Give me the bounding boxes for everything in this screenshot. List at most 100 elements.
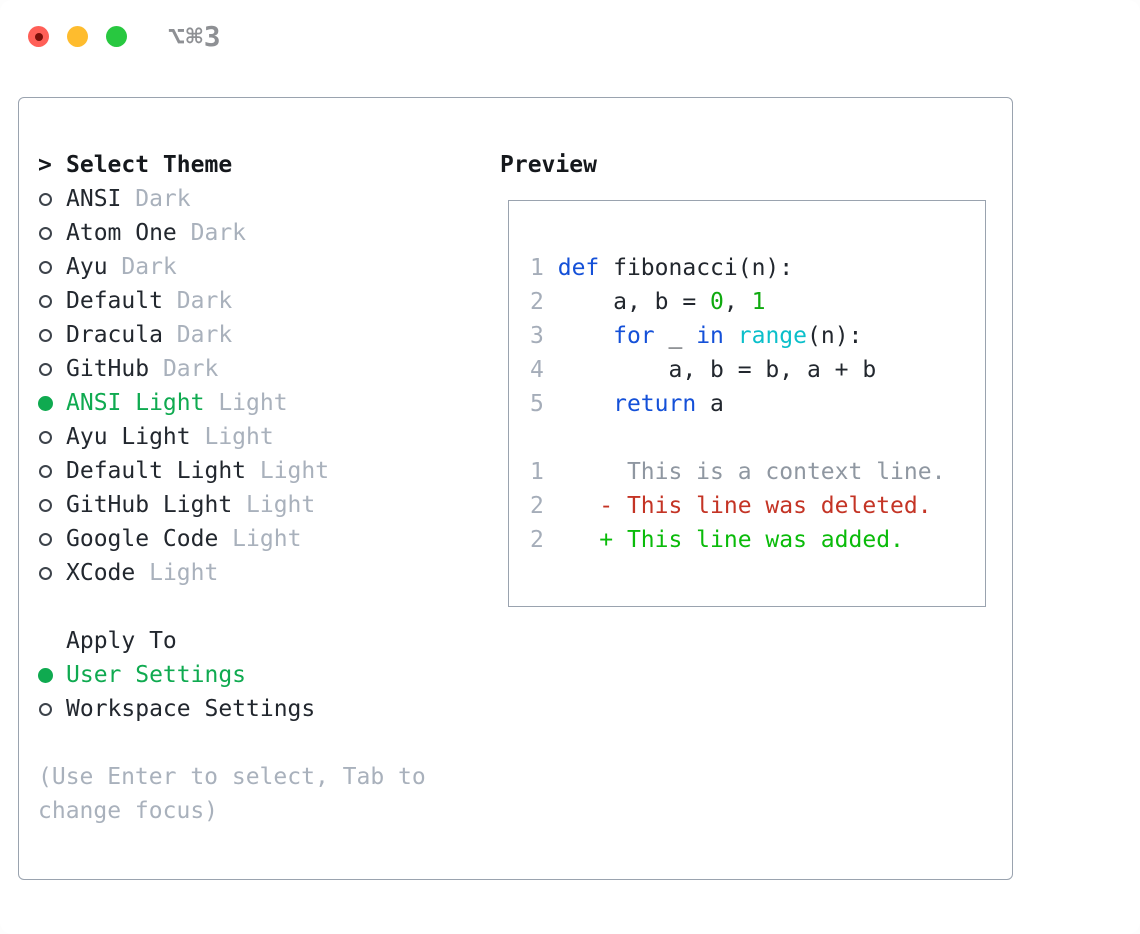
line-number: 2 <box>530 527 544 553</box>
theme-variant-label: Light <box>204 390 288 416</box>
apply-option-user-settings[interactable]: User Settings <box>38 658 500 692</box>
theme-option-atom-one[interactable]: Atom One Dark <box>38 216 500 250</box>
theme-option-dracula[interactable]: Dracula Dark <box>38 318 500 352</box>
code-token-lit: 1 <box>751 289 766 315</box>
hint-line-2: change focus) <box>38 798 219 824</box>
line-number: 2 <box>530 289 544 315</box>
code-token-kw: return <box>613 391 697 417</box>
theme-name: Atom One <box>66 220 177 246</box>
minimize-button[interactable] <box>67 26 88 47</box>
radio-icon <box>38 328 66 342</box>
radio-icon <box>38 532 66 546</box>
theme-option-ansi-light[interactable]: ANSI Light Light <box>38 386 500 420</box>
code-token-plain <box>544 323 613 349</box>
radio-icon <box>38 192 66 206</box>
preview-title: Preview <box>500 152 597 178</box>
radio-icon <box>38 430 66 444</box>
theme-option-ansi[interactable]: ANSI Dark <box>38 182 500 216</box>
circle-dot-icon <box>39 430 52 444</box>
circle-dot-icon <box>39 702 52 716</box>
line-number: 4 <box>530 357 544 383</box>
code-token-kw: def <box>557 255 600 281</box>
diff-text: + This line was added. <box>543 527 904 553</box>
theme-option-ayu-light[interactable]: Ayu Light Light <box>38 420 500 454</box>
radio-icon <box>38 498 66 512</box>
theme-option-default-light[interactable]: Default Light Light <box>38 454 500 488</box>
radio-selected-icon <box>38 667 66 683</box>
circle-dot-icon <box>39 566 52 580</box>
close-button[interactable] <box>28 26 49 47</box>
title-bar: ⌥⌘3 <box>0 0 1140 70</box>
diff-text: - This line was deleted. <box>543 493 932 519</box>
theme-name: GitHub Light <box>66 492 233 518</box>
line-number: 1 <box>530 459 544 485</box>
diff-line-deleted: 2 - This line was deleted. <box>530 489 985 523</box>
window-shortcut-label: ⌥⌘3 <box>168 20 222 53</box>
diff-block: 1 This is a context line.2 - This line w… <box>530 455 985 557</box>
theme-name: Default <box>66 288 163 314</box>
radio-icon <box>38 294 66 308</box>
apply-to-title: Apply To <box>66 628 177 654</box>
preview-panel: Preview 1 def fibonacci(n):2 a, b = 0, 1… <box>500 148 1012 879</box>
code-token-fn: range <box>737 323 808 349</box>
code-line: 5 return a <box>530 387 985 421</box>
code-token-kw: for <box>613 323 655 349</box>
theme-name: Ayu Light <box>66 424 191 450</box>
theme-variant-label: Dark <box>162 288 233 314</box>
code-token-plain: (n): <box>807 323 863 349</box>
code-line: 3 for _ in range(n): <box>530 319 985 353</box>
apply-option-workspace-settings[interactable]: Workspace Settings <box>38 692 500 726</box>
radio-selected-icon <box>38 395 66 411</box>
theme-option-github[interactable]: GitHub Dark <box>38 352 500 386</box>
theme-variant-label: Dark <box>176 220 247 246</box>
theme-option-default[interactable]: Default Dark <box>38 284 500 318</box>
code-token-plain: a, b = <box>543 289 711 315</box>
radio-icon <box>38 566 66 580</box>
circle-dot-icon <box>39 192 52 206</box>
select-theme-header: >Select Theme <box>38 148 500 182</box>
circle-dot-icon <box>39 464 52 478</box>
spacer <box>38 590 500 624</box>
code-token-plain: _ <box>654 323 697 349</box>
select-theme-title: Select Theme <box>66 152 233 178</box>
theme-option-ayu[interactable]: Ayu Dark <box>38 250 500 284</box>
theme-option-github-light[interactable]: GitHub Light Light <box>38 488 500 522</box>
spacer <box>38 726 500 760</box>
code-token-lit: 0 <box>710 289 724 315</box>
code-token-plain: a, b = b, a + b <box>543 357 877 383</box>
hint-line-1: (Use Enter to select, Tab to <box>38 764 426 790</box>
circle-dot-icon <box>39 294 52 308</box>
line-number: 1 <box>530 255 544 281</box>
radio-icon <box>38 362 66 376</box>
theme-variant-label: Dark <box>107 254 177 280</box>
code-line: 2 a, b = 0, 1 <box>530 285 985 319</box>
circle-dot-icon <box>39 532 52 546</box>
line-number: 5 <box>530 391 544 417</box>
theme-option-google-code[interactable]: Google Code Light <box>38 522 500 556</box>
traffic-lights <box>28 26 127 47</box>
theme-name: Dracula <box>66 322 163 348</box>
zoom-button[interactable] <box>106 26 127 47</box>
theme-variant-label: Light <box>246 458 330 484</box>
theme-variant-label: Light <box>218 526 302 552</box>
line-number: 3 <box>530 323 544 349</box>
apply-to-header: Apply To <box>38 624 500 658</box>
theme-name: GitHub <box>66 356 150 382</box>
filled-dot-icon <box>38 667 53 683</box>
code-token-kw: in <box>696 323 724 349</box>
theme-name: ANSI Light <box>66 390 205 416</box>
theme-variant-label: Dark <box>149 356 219 382</box>
theme-name: Default Light <box>66 458 247 484</box>
theme-option-xcode[interactable]: XCode Light <box>38 556 500 590</box>
radio-icon <box>38 702 66 716</box>
code-token-plain <box>544 255 558 281</box>
circle-dot-icon <box>39 362 52 376</box>
code-token-plain <box>724 323 738 349</box>
theme-variant-label: Light <box>135 560 219 586</box>
